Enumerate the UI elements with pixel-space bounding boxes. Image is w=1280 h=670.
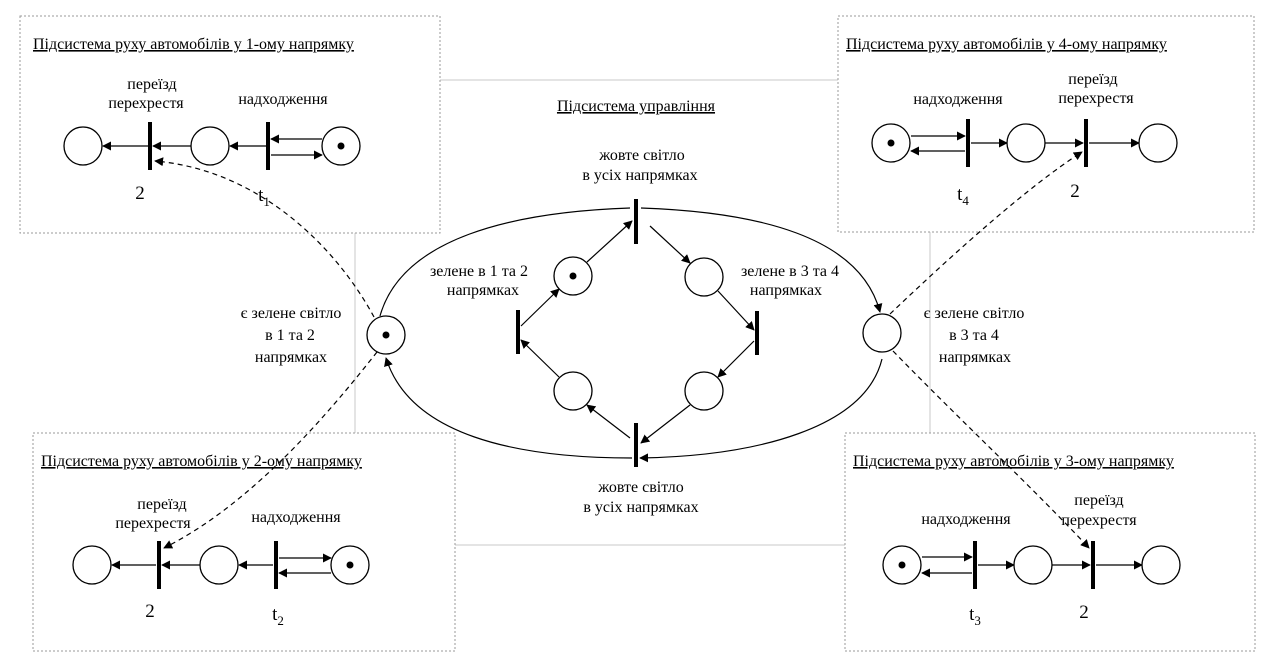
subsystem-2-frame — [32, 432, 456, 652]
subsystem-1-place-queue — [190, 126, 230, 166]
green12-label-2: напрямках — [447, 282, 519, 299]
arc-place-to-yellow-bottom — [640, 404, 691, 444]
arc-place-to-transition-green12 — [520, 339, 560, 378]
green34-label-2: напрямках — [750, 282, 822, 299]
has-green12-label-2: в 1 та 2 — [265, 327, 315, 344]
subsystem-4-label-2: 2 — [1070, 181, 1080, 202]
arc-yellow-bottom-to-place — [586, 404, 631, 439]
subsystem-3-cross-label: переїзд — [1074, 492, 1123, 509]
place-wait-green12 — [553, 371, 593, 411]
subsystem-1-label-2: 2 — [135, 183, 145, 204]
arc-green34-to-yellow-bottom — [639, 358, 883, 463]
background-connectors — [354, 79, 931, 546]
arc-place-to-transition-green34 — [717, 290, 755, 331]
subsystem-2-token — [346, 561, 354, 569]
subsystem-3-label-2: 2 — [1079, 602, 1089, 623]
subsystem-3-token — [898, 561, 906, 569]
link-green34-to-crossing-4 — [889, 151, 1083, 315]
link-green34-to-crossing-3 — [892, 350, 1090, 549]
yellow-top-label: жовте світло — [598, 147, 685, 164]
control-title: Підсистема управління — [557, 98, 716, 115]
arc-yellow-top-to-green34 — [640, 207, 883, 313]
control-subsystem: Підсистема управління жовте світло в усі… — [241, 98, 1025, 516]
yellow-bottom-label: жовте світло — [597, 479, 684, 496]
subsystem-4-place-queue — [1006, 123, 1046, 163]
subsystem-direction-2: Підсистема руху автомобілів у 2-ому напр… — [32, 432, 456, 652]
link-green12-to-crossing-2 — [163, 351, 378, 549]
subsystem-4-title: Підсистема руху автомобілів у 4-ому напр… — [846, 36, 1167, 53]
subsystem-4-frame — [837, 15, 1255, 233]
place-green34-active — [684, 257, 724, 297]
subsystem-4-cross-label: переїзд — [1068, 71, 1117, 88]
subsystem-1-place-passed — [63, 126, 103, 166]
subsystem-direction-4: Підсистема руху автомобілів у 4-ому напр… — [837, 15, 1255, 233]
arc-yellow-top-to-place — [649, 225, 691, 264]
has-green12-label-3: напрямках — [255, 349, 327, 366]
subsystem-3-cross-label-2: перехрестя — [1061, 512, 1137, 529]
arc-yellow-bottom-to-green12 — [384, 357, 633, 459]
green34-label: зелене в 3 та 4 — [741, 263, 839, 280]
subsystem-3-place-passed — [1141, 545, 1181, 585]
place-green12-active-token — [569, 272, 577, 280]
place-has-green12-token — [382, 331, 390, 339]
subsystem-4-place-passed — [1138, 123, 1178, 163]
subsystem-3-title: Підсистема руху автомобілів у 3-ому напр… — [853, 453, 1174, 470]
subsystem-2-title: Підсистема руху автомобілів у 2-ому напр… — [41, 453, 362, 470]
subsystem-3-arrival-label: надходження — [921, 511, 1011, 528]
subsystem-1-title: Підсистема руху автомобілів у 1-ому напр… — [33, 36, 354, 53]
subsystem-1-arrival-label: надходження — [238, 91, 328, 108]
arc-green12-to-yellow-top — [379, 207, 631, 317]
subsystem-1-transition-label: t1 — [258, 185, 270, 209]
yellow-bottom-label-2: в усіх напрямках — [583, 499, 698, 516]
subsystem-2-place-passed — [72, 545, 112, 585]
subsystem-4-transition-label: t4 — [957, 184, 969, 208]
subsystem-direction-3: Підсистема руху автомобілів у 3-ому напр… — [844, 432, 1256, 652]
subsystem-4-token — [887, 139, 895, 147]
has-green34-label-3: напрямках — [939, 349, 1011, 366]
subsystem-3-transition-label: t3 — [969, 604, 981, 628]
subsystem-3-frame — [844, 432, 1256, 652]
has-green34-label: є зелене світло — [924, 305, 1025, 322]
yellow-top-label-2: в усіх напрямках — [582, 167, 697, 184]
subsystem-1-cross-label-2: перехрестя — [108, 95, 184, 112]
subsystem-3-place-queue — [1013, 545, 1053, 585]
green12-label: зелене в 1 та 2 — [430, 263, 528, 280]
subsystem-1-frame — [19, 15, 441, 234]
subsystem-1-token — [337, 142, 345, 150]
subsystem-4-arrival-label: надходження — [913, 91, 1003, 108]
subsystem-1-cross-label: переїзд — [127, 76, 176, 93]
subsystem-2-cross-label-2: перехрестя — [115, 515, 191, 532]
control-links — [154, 151, 1090, 549]
subsystem-2-place-queue — [199, 545, 239, 585]
subsystem-2-transition-label: t2 — [272, 604, 284, 628]
place-wait-green34 — [684, 371, 724, 411]
arc-transition-green12-to-place — [520, 288, 560, 327]
place-has-green34 — [862, 313, 902, 353]
subsystem-2-arrival-label: надходження — [251, 509, 341, 526]
subsystem-direction-1: Підсистема руху автомобілів у 1-ому напр… — [19, 15, 441, 234]
has-green12-label: є зелене світло — [241, 305, 342, 322]
arc-place-to-yellow-top — [586, 220, 633, 263]
subsystem-2-label-2: 2 — [145, 601, 155, 622]
arc-transition-green34-to-place — [717, 340, 755, 378]
subsystem-4-cross-label-2: перехрестя — [1058, 90, 1134, 107]
has-green34-label-2: в 3 та 4 — [949, 327, 999, 344]
subsystem-2-cross-label: переїзд — [137, 496, 186, 513]
